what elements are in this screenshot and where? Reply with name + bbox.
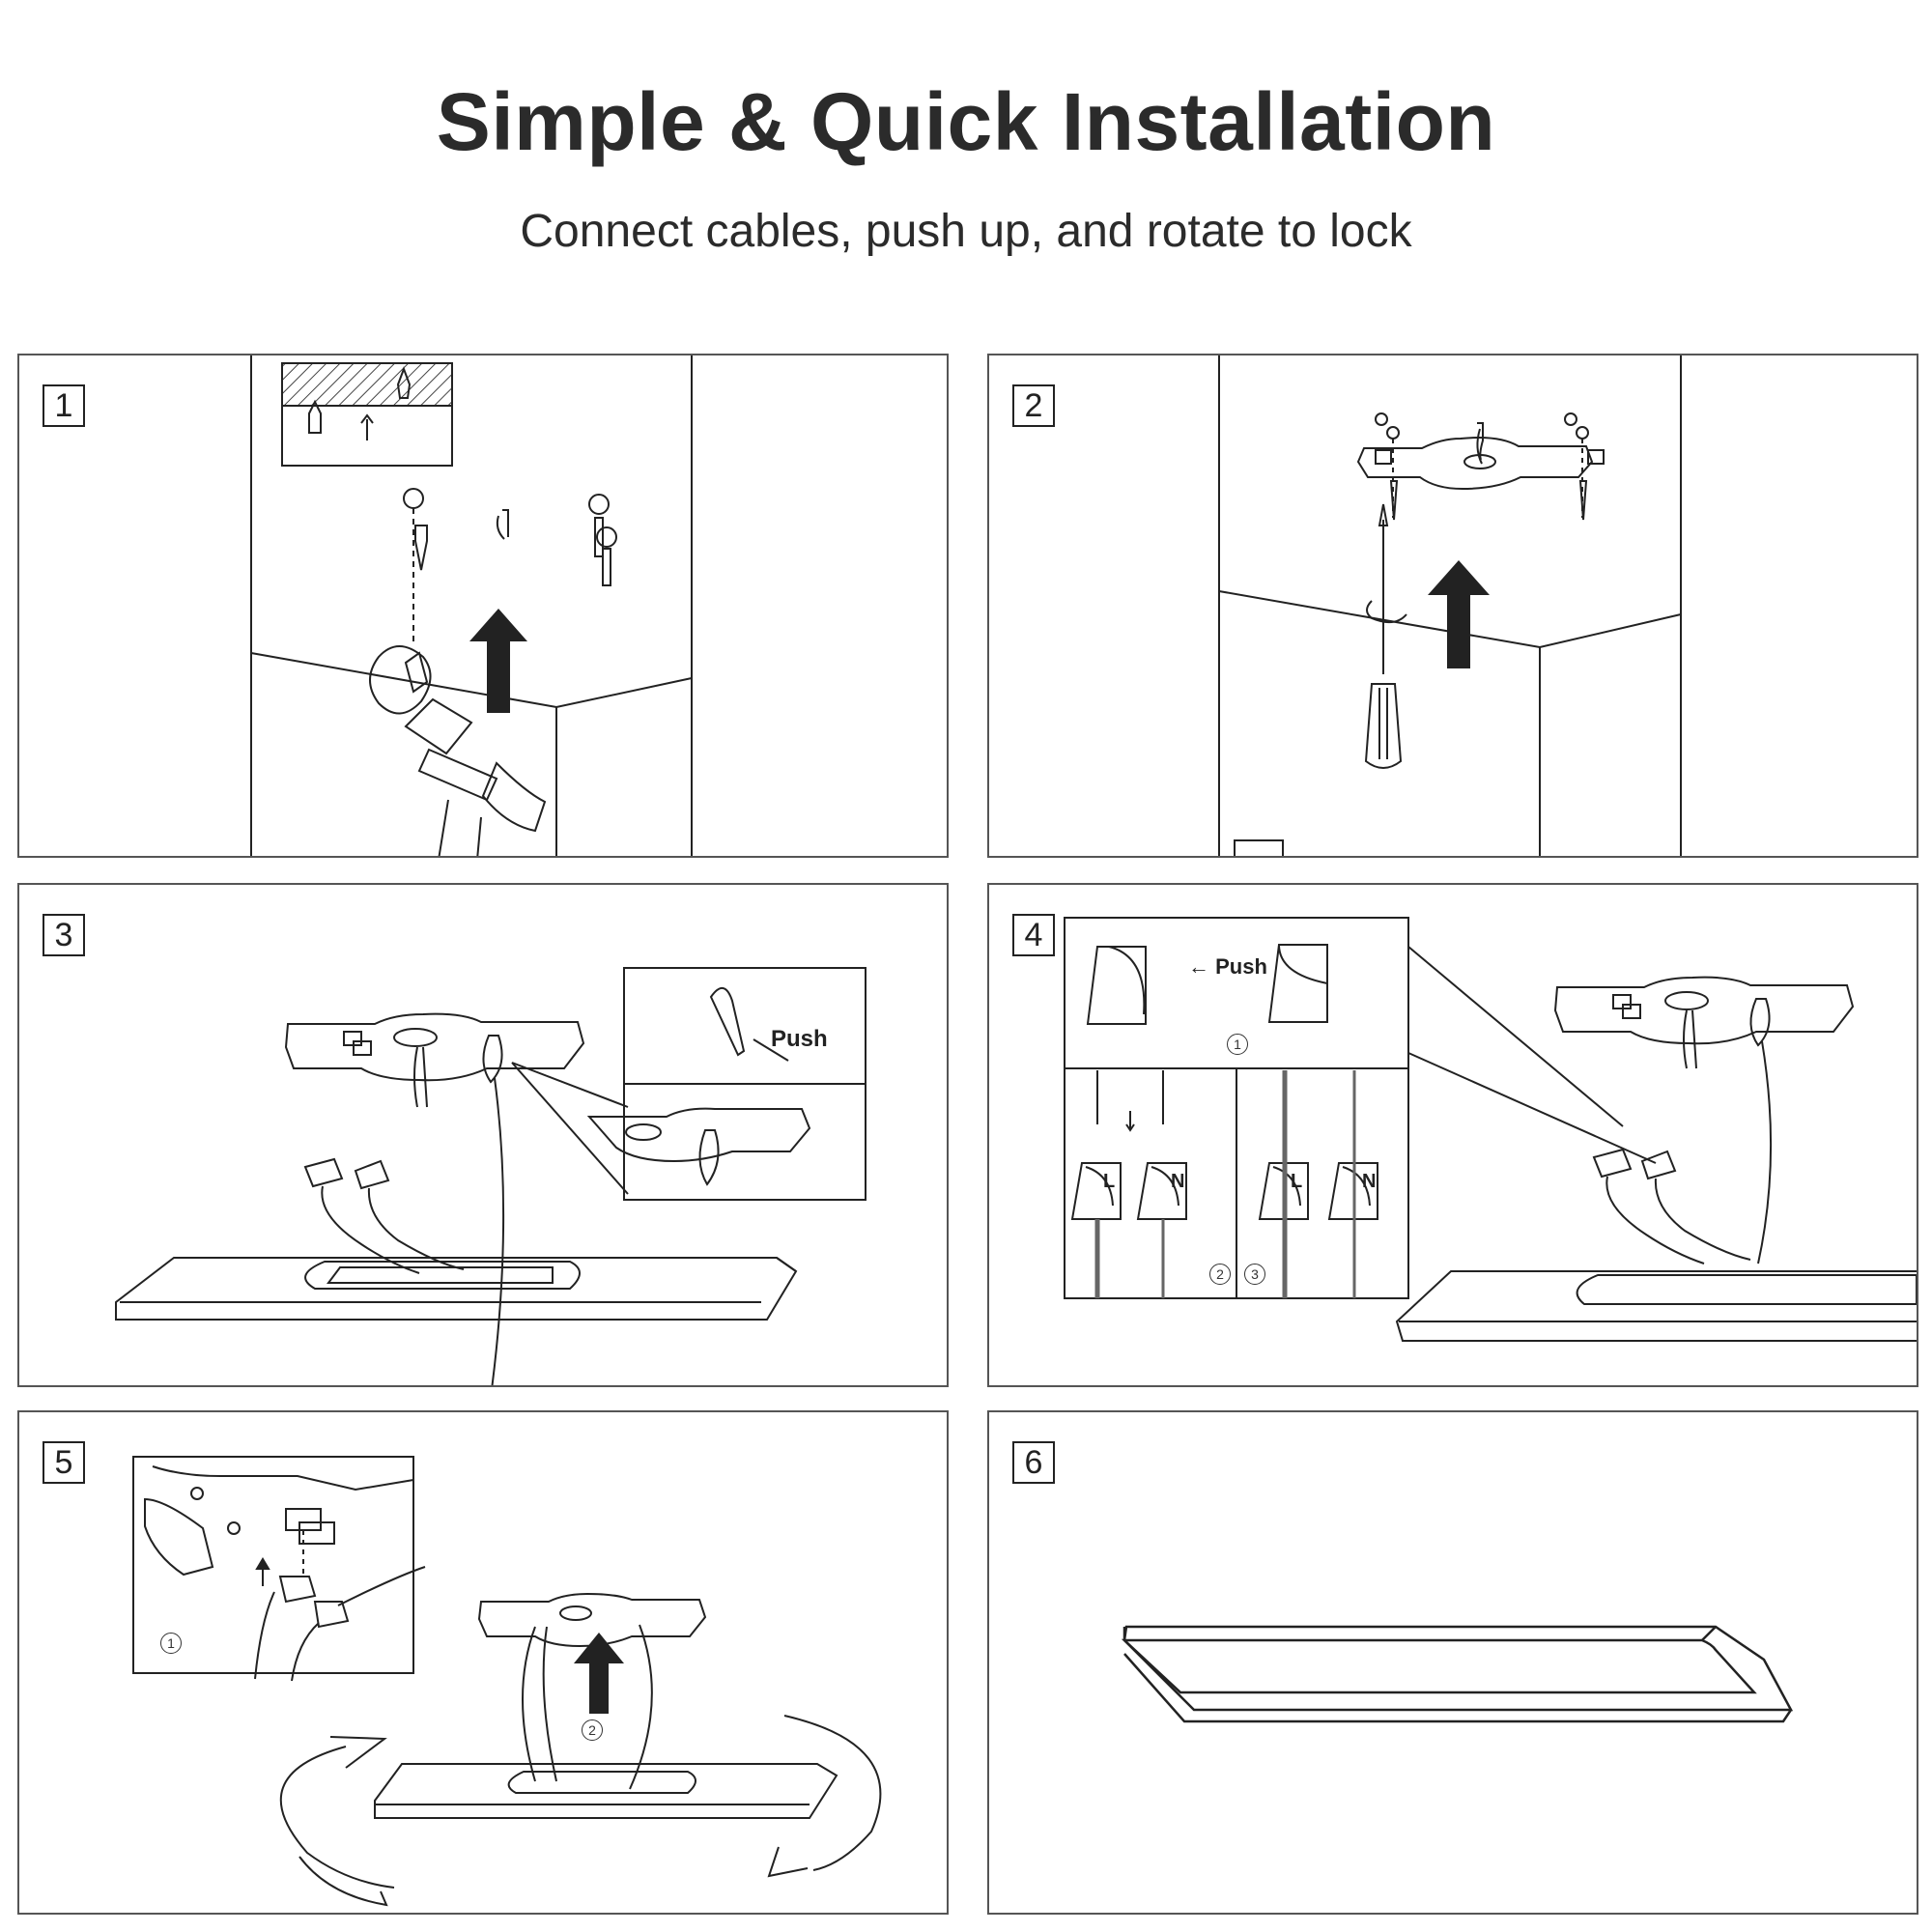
step-5-sub-1: 1: [160, 1633, 182, 1654]
step-1-number: 1: [43, 384, 85, 427]
page-subtitle: Connect cables, push up, and rotate to l…: [520, 206, 1412, 257]
step-4-sub-3: 3: [1244, 1264, 1265, 1285]
step-4-panel: 4 ← Push 1 2 3 L N L N: [987, 883, 1918, 1387]
step-3-push-label: Push: [771, 1026, 828, 1052]
step-4-sub-2: 2: [1209, 1264, 1231, 1285]
step-5-illustration: [132, 1456, 882, 1907]
step-4-number: 4: [1012, 914, 1055, 956]
step-4-label-l-1: L: [1103, 1171, 1116, 1192]
arrow-left-icon: ←: [1188, 954, 1209, 979]
step-4-label-l-2: L: [1291, 1171, 1303, 1192]
step-6-panel: 6: [987, 1410, 1918, 1915]
step-4-label-n-2: N: [1362, 1171, 1377, 1192]
step-4-label-n-1: N: [1171, 1171, 1185, 1192]
step-2-illustration: [1218, 355, 1682, 856]
step-4-sub-1: 1: [1227, 1034, 1248, 1055]
step-4-push-text: Push: [1215, 954, 1267, 979]
step-1-illustration: [250, 355, 693, 856]
step-5-sub-2: 2: [582, 1719, 603, 1741]
step-3-number: 3: [43, 914, 85, 956]
page-title: Simple & Quick Installation: [436, 76, 1496, 167]
step-6-illustration: [1121, 1625, 1794, 1723]
step-4-illustration: [1064, 917, 1917, 1342]
step-2-panel: 2: [987, 354, 1918, 858]
step-2-number: 2: [1012, 384, 1055, 427]
step-3-panel: 3 Push: [17, 883, 949, 1387]
step-4-push-label: ← Push: [1188, 954, 1267, 980]
step-6-number: 6: [1012, 1441, 1055, 1484]
step-5-number: 5: [43, 1441, 85, 1484]
step-5-panel: 5 1 2: [17, 1410, 949, 1915]
step-3-illustration: [115, 967, 867, 1385]
step-1-panel: 1: [17, 354, 949, 858]
